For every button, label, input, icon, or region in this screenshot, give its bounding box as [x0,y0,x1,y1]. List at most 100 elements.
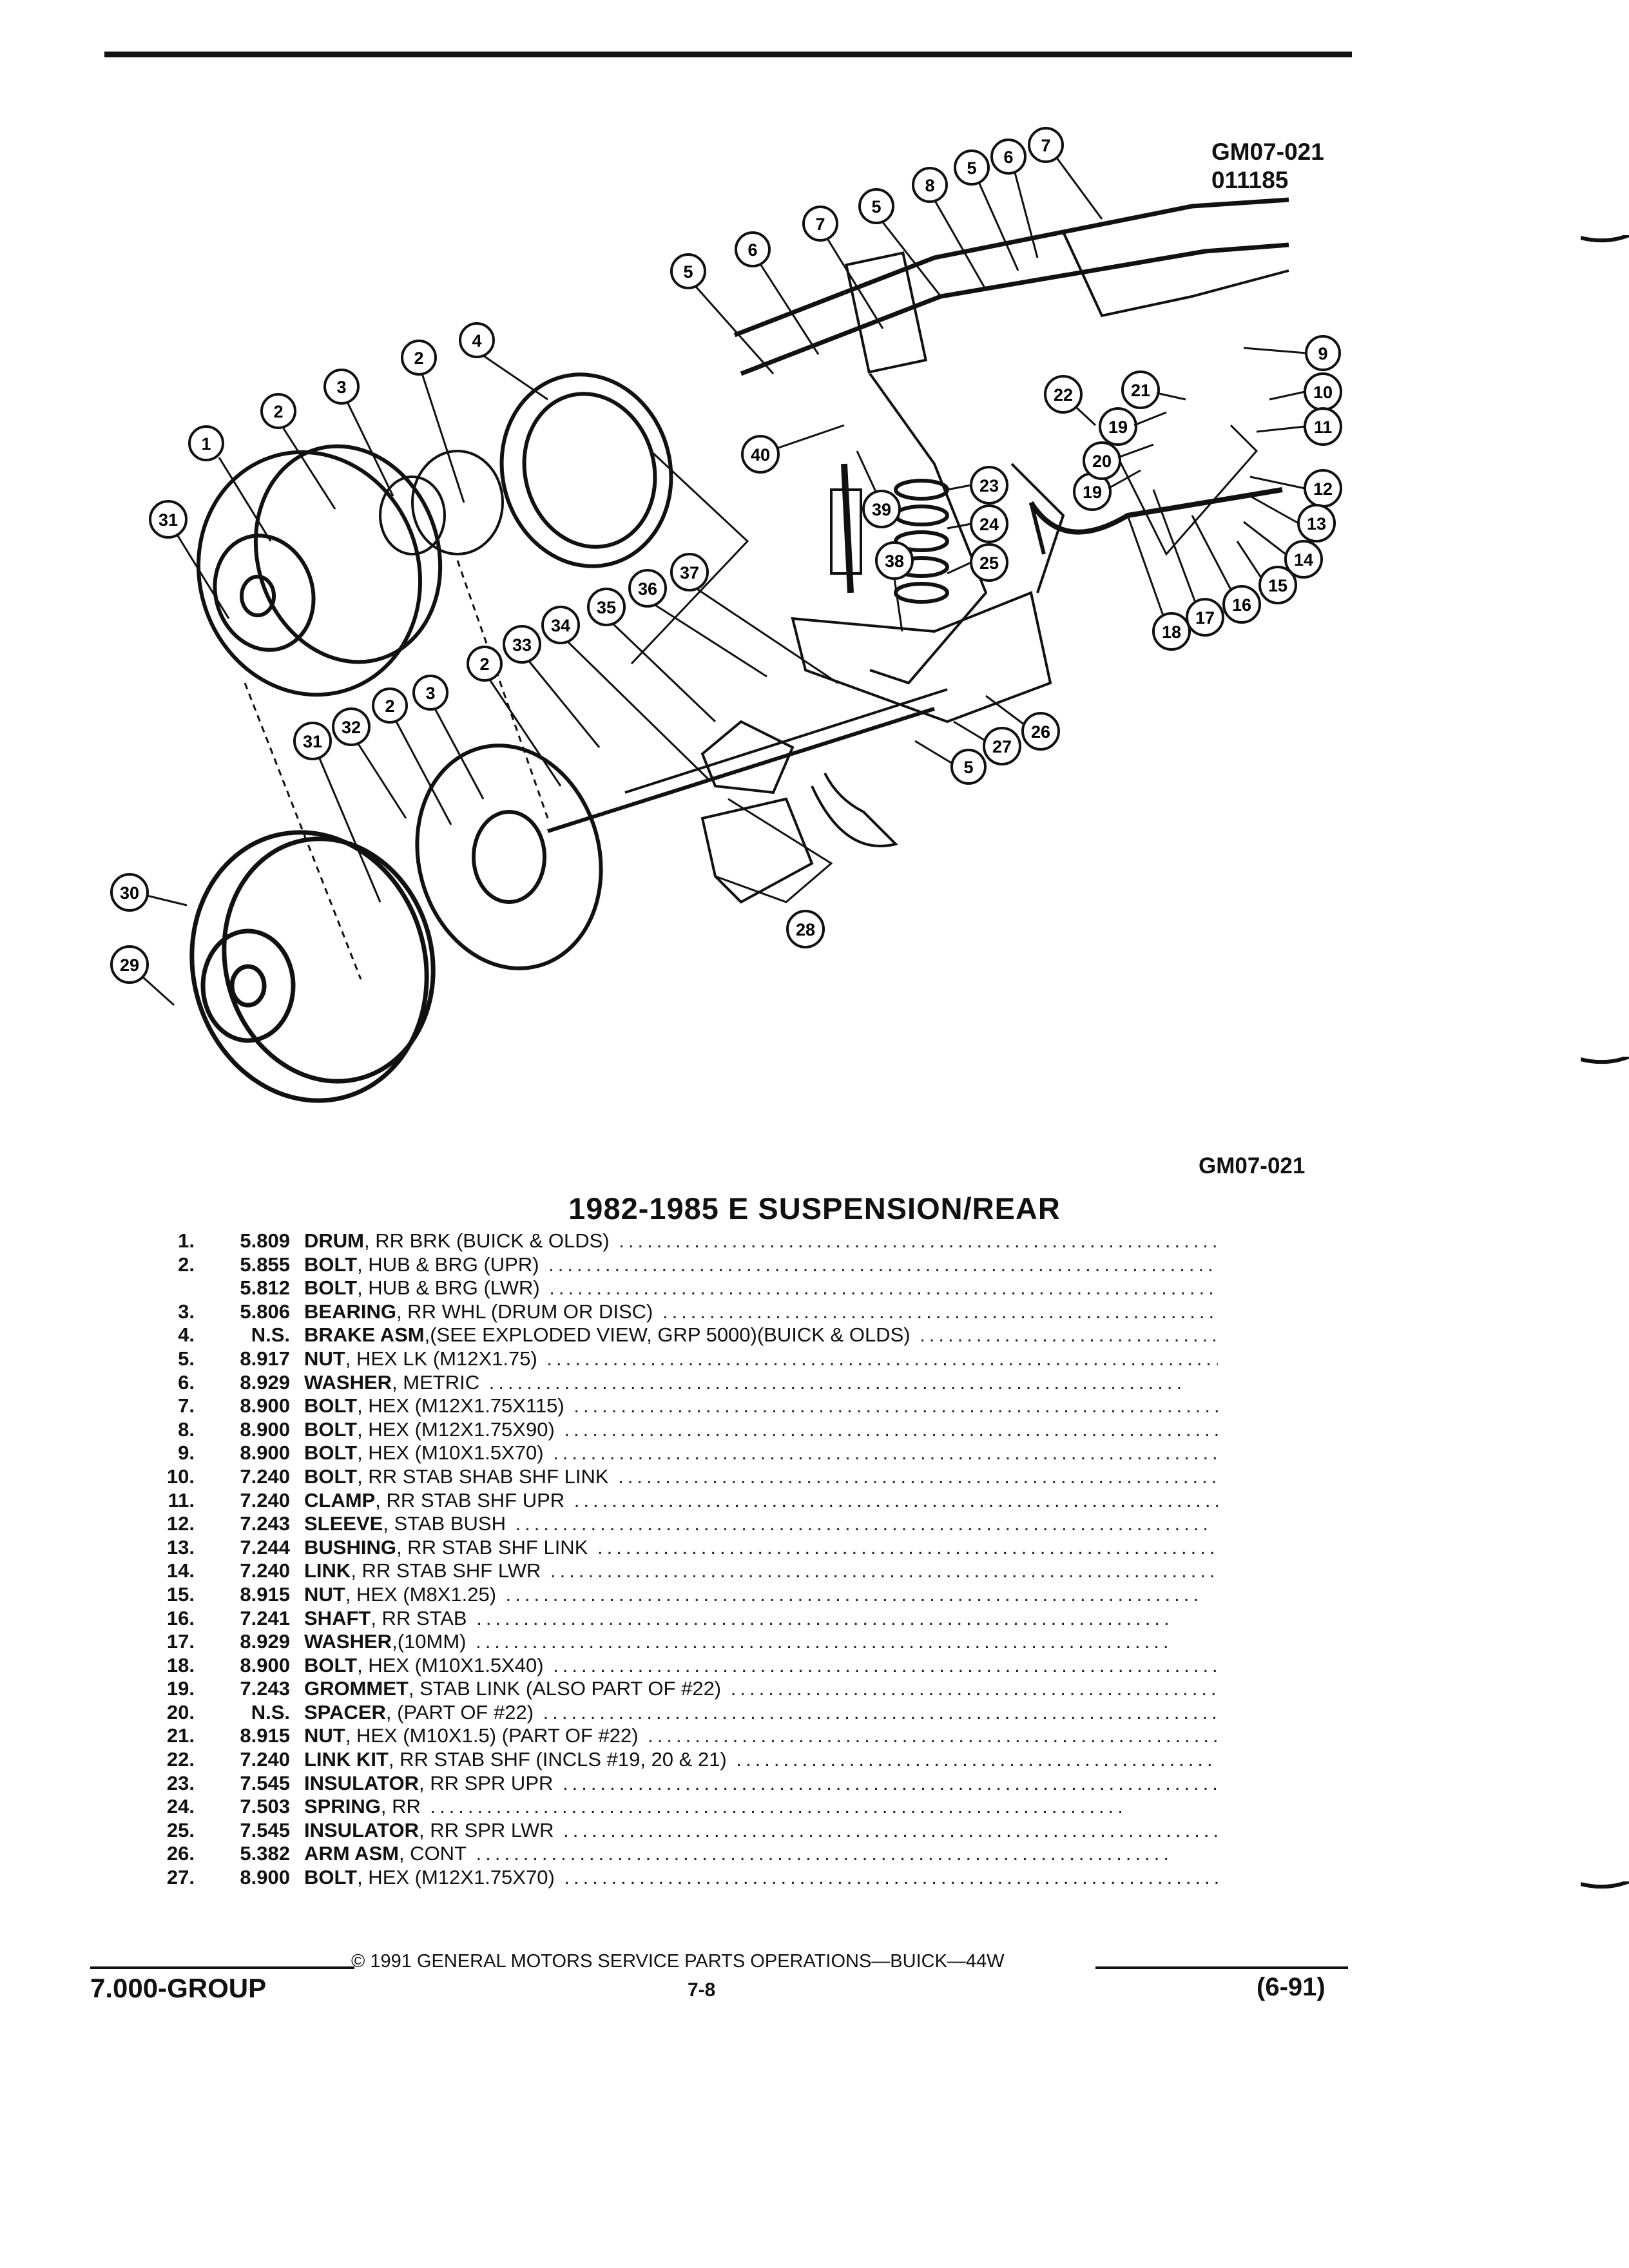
callout-17: 17 [1152,489,1224,637]
part-description: BOLT, HEX (M12X1.75X70) ................… [304,1866,1218,1890]
leader-dots: ........................................… [597,1535,1218,1559]
group-code: 7.243 [240,1512,290,1535]
part-name: SPRING [304,1795,381,1818]
part-detail: , RR STAB SHF (INCLS #19, 20 & 21) [388,1748,727,1771]
part-description: GROMMET, STAB LINK (ALSO PART OF #22) ..… [304,1677,1218,1701]
leader-dots: ........................................… [554,1818,1218,1841]
leader-dots: ........................................… [467,1606,1173,1629]
svg-text:18: 18 [1162,622,1181,642]
part-description: BOLT, HEX (M12X1.75X90) ................… [304,1418,1218,1442]
part-name: BOLT [304,1253,358,1276]
leader-dots: ........................................… [553,1771,1218,1794]
part-description: BOLT, HEX (M10X1.5X70) .................… [304,1441,1218,1465]
callout-5c: 5 [954,149,1019,271]
part-number: 25. [166,1818,195,1841]
figure-id: GM07-021 [1211,139,1324,165]
part-number: 11. [168,1488,195,1512]
group-code: 7.240 [240,1559,290,1582]
part-detail: , HEX (M10X1.5X40) [357,1653,544,1677]
part-number: 21. [166,1724,195,1747]
part-number: 24. [166,1795,195,1818]
leader-dots: ........................................… [466,1630,1173,1653]
part-number: 18. [166,1653,195,1677]
group-code: 5.806 [240,1300,290,1323]
part-description: BOLT, RR STAB SHAB SHF LINK ............… [304,1465,1218,1489]
svg-text:14: 14 [1294,550,1313,570]
part-number: 2. [178,1253,195,1276]
part-name: ARM ASM [304,1842,399,1865]
footer-rule-right [1095,1966,1348,1969]
callout-7b: 7 [1028,127,1103,220]
callout-32: 32 [332,707,407,819]
part-description: BRAKE ASM,(SEE EXPLODED VIEW, GRP 5000)(… [304,1323,1218,1347]
callout-6: 6 [735,231,820,355]
leader-dots: ........................................… [420,1795,1127,1818]
svg-text:13: 13 [1307,514,1326,533]
svg-text:9: 9 [1318,344,1327,363]
svg-text:28: 28 [796,920,815,939]
part-detail: , RR STAB SHF LWR [351,1559,541,1582]
part-number: 3. [178,1300,195,1323]
part-detail: , RR [380,1795,421,1818]
svg-text:3: 3 [336,378,346,397]
part-description: INSULATOR, RR SPR UPR ..................… [304,1772,1218,1796]
part-description: SHAFT, RR STAB .........................… [304,1607,1218,1631]
part-name: BOLT [304,1465,358,1488]
part-name: BOLT [304,1394,358,1418]
part-row: 4.N.S.BRAKE ASM,(SEE EXPLODED VIEW, GRP … [135,1323,1218,1347]
leader-dots: ........................................… [662,1300,1218,1323]
figure-reference-bottom: GM07-021 [1199,1153,1306,1178]
svg-text:19: 19 [1108,418,1128,437]
callout-25: 25 [947,543,1008,582]
svg-text:15: 15 [1268,576,1287,595]
callout-3: 3 [323,369,394,497]
part-number: 4. [178,1323,195,1347]
svg-text:26: 26 [1031,722,1050,742]
group-code: 7.503 [240,1795,290,1818]
group-code: 8.900 [240,1866,290,1889]
group-code: 7.240 [240,1748,290,1771]
part-detail: , HEX (M10X1.5X70) [357,1441,544,1465]
part-number: 17. [166,1630,195,1653]
leader-dots: ........................................… [564,1394,1218,1418]
callout-11: 11 [1256,407,1342,446]
figure-date-code: 011185 [1211,167,1289,193]
svg-text:11: 11 [1314,418,1333,437]
footer-group-label: 7.000-GROUP [90,1973,267,2003]
callout-9: 9 [1243,335,1341,371]
callout-13: 13 [1249,495,1336,543]
leader-dots: ........................................… [564,1488,1218,1512]
svg-text:5: 5 [967,159,976,178]
part-number: 10. [166,1465,195,1488]
group-code: 7.240 [240,1488,290,1512]
group-code: 7.545 [240,1818,290,1841]
part-detail: , RR STAB SHAB SHF LINK [357,1465,609,1488]
group-code: N.S. [251,1700,290,1724]
svg-text:19: 19 [1083,483,1102,502]
part-number: 19. [166,1677,195,1700]
svg-text:39: 39 [872,500,891,519]
part-number: 13. [166,1535,195,1559]
callout-15: 15 [1236,541,1297,604]
part-name: LINK KIT [304,1748,389,1771]
group-code: 8.900 [240,1418,290,1441]
leader-dots: ........................................… [554,1866,1218,1889]
part-detail: , RR BRK (BUICK & OLDS) [364,1229,610,1252]
svg-text:40: 40 [751,445,770,465]
part-detail: , HEX (M8X1.25) [345,1582,497,1606]
svg-text:31: 31 [159,510,178,530]
part-number: 5. [178,1347,195,1370]
callout-37: 37 [670,553,838,684]
callout-21: 21 [1121,370,1186,409]
leader-dots: ........................................… [539,1253,1218,1276]
part-detail: , HEX LK (M12X1.75) [345,1347,537,1370]
callout-23: 23 [947,466,1008,505]
